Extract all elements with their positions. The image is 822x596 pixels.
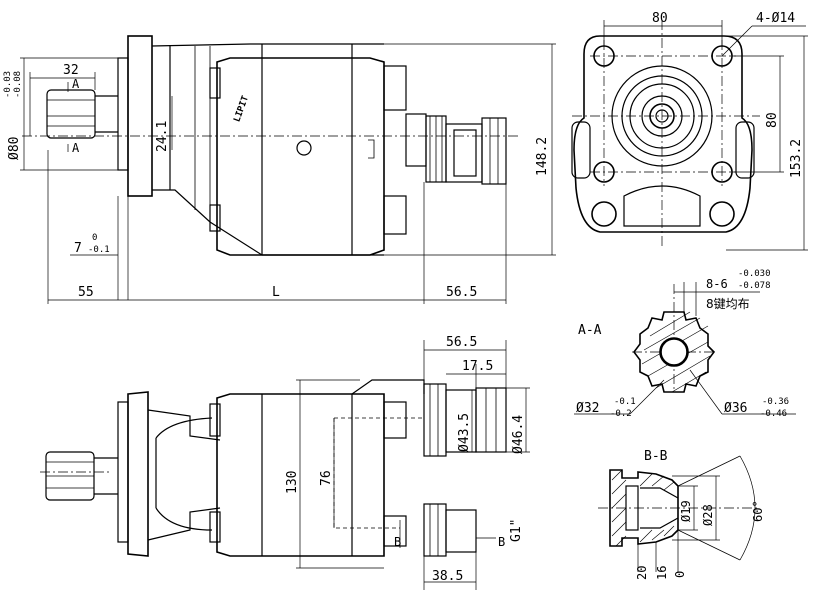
dim-20: 20 [635, 566, 649, 580]
dim-d36-tol-upper: -0.36 [762, 397, 789, 407]
side-view: LIPIT [22, 36, 518, 255]
dim-d28: Ø28 [701, 504, 715, 526]
dim-32: 32 [63, 63, 79, 78]
front-view [572, 20, 760, 248]
dim-17-5: 17.5 [462, 359, 493, 374]
dim-d36: Ø36 [724, 401, 747, 416]
dim-d80: Ø80 [7, 137, 22, 160]
dim-key-tol-lower: -0.078 [738, 281, 771, 291]
dim-56-5-bottom: 56.5 [446, 335, 477, 350]
dim-76: 76 [319, 470, 334, 486]
dim-80-width: 80 [652, 11, 668, 26]
dim-24-1: 24.1 [155, 121, 170, 152]
key-note: 8键均布 [706, 297, 750, 311]
dim-d80-tol-upper: -0.03 [3, 71, 13, 98]
dim-d46-4: Ø46.4 [511, 415, 526, 454]
dim-d32-tol-upper: -0.1 [614, 397, 636, 407]
dim-130: 130 [285, 471, 300, 494]
top-view-dimensions: 56.5 17.5 Ø43.5 Ø46.4 130 76 B B G1" [285, 335, 530, 590]
section-mark-b-right: B [498, 535, 505, 549]
section-bb-title: B-B [644, 449, 668, 464]
dim-80-height: 80 [765, 112, 780, 128]
dim-holes: 4-Ø14 [756, 11, 795, 26]
dim-d36-tol-lower: -0.46 [760, 409, 787, 419]
dim-d80-tol-lower: -0.08 [13, 71, 23, 98]
dim-7: 7 [74, 241, 82, 256]
brand-logo: LIPIT [232, 94, 251, 123]
section-mark-b-left: B [394, 535, 401, 549]
dim-d32-tol-lower: -0.2 [610, 409, 632, 419]
dim-55: 55 [78, 285, 94, 300]
top-view [40, 380, 506, 556]
dim-0: 0 [673, 571, 687, 578]
section-aa-title: A-A [578, 323, 602, 338]
dim-148-2: 148.2 [535, 137, 550, 176]
dim-153-2: 153.2 [789, 139, 804, 178]
dim-l: L [272, 285, 280, 300]
dim-key-spec: 8-6 [706, 277, 728, 291]
dim-38-5: 38.5 [432, 569, 463, 584]
side-view-dimensions: 32 A A Ø80 -0.03 -0.08 24.1 7 0 -0.1 55 [3, 44, 556, 304]
dim-d43-5: Ø43.5 [457, 413, 472, 452]
dim-7-tol-lower: -0.1 [88, 245, 110, 255]
dim-g1: G1" [509, 519, 524, 542]
section-mark-a-top: A [72, 77, 80, 91]
dim-d19: Ø19 [679, 500, 693, 522]
front-view-dimensions: 80 4-Ø14 80 153.2 [604, 11, 808, 250]
dim-key-tol-upper: -0.030 [738, 269, 771, 279]
section-aa: A-A [578, 284, 714, 392]
dim-d32-small: Ø32 [576, 401, 599, 416]
dim-7-tol-upper: 0 [92, 233, 97, 243]
section-bb: B-B [598, 449, 760, 546]
dim-16: 16 [655, 566, 669, 580]
dim-angle-60: 60° [751, 500, 765, 522]
dim-56-5-top: 56.5 [446, 285, 477, 300]
section-mark-a-bottom: A [72, 141, 80, 155]
